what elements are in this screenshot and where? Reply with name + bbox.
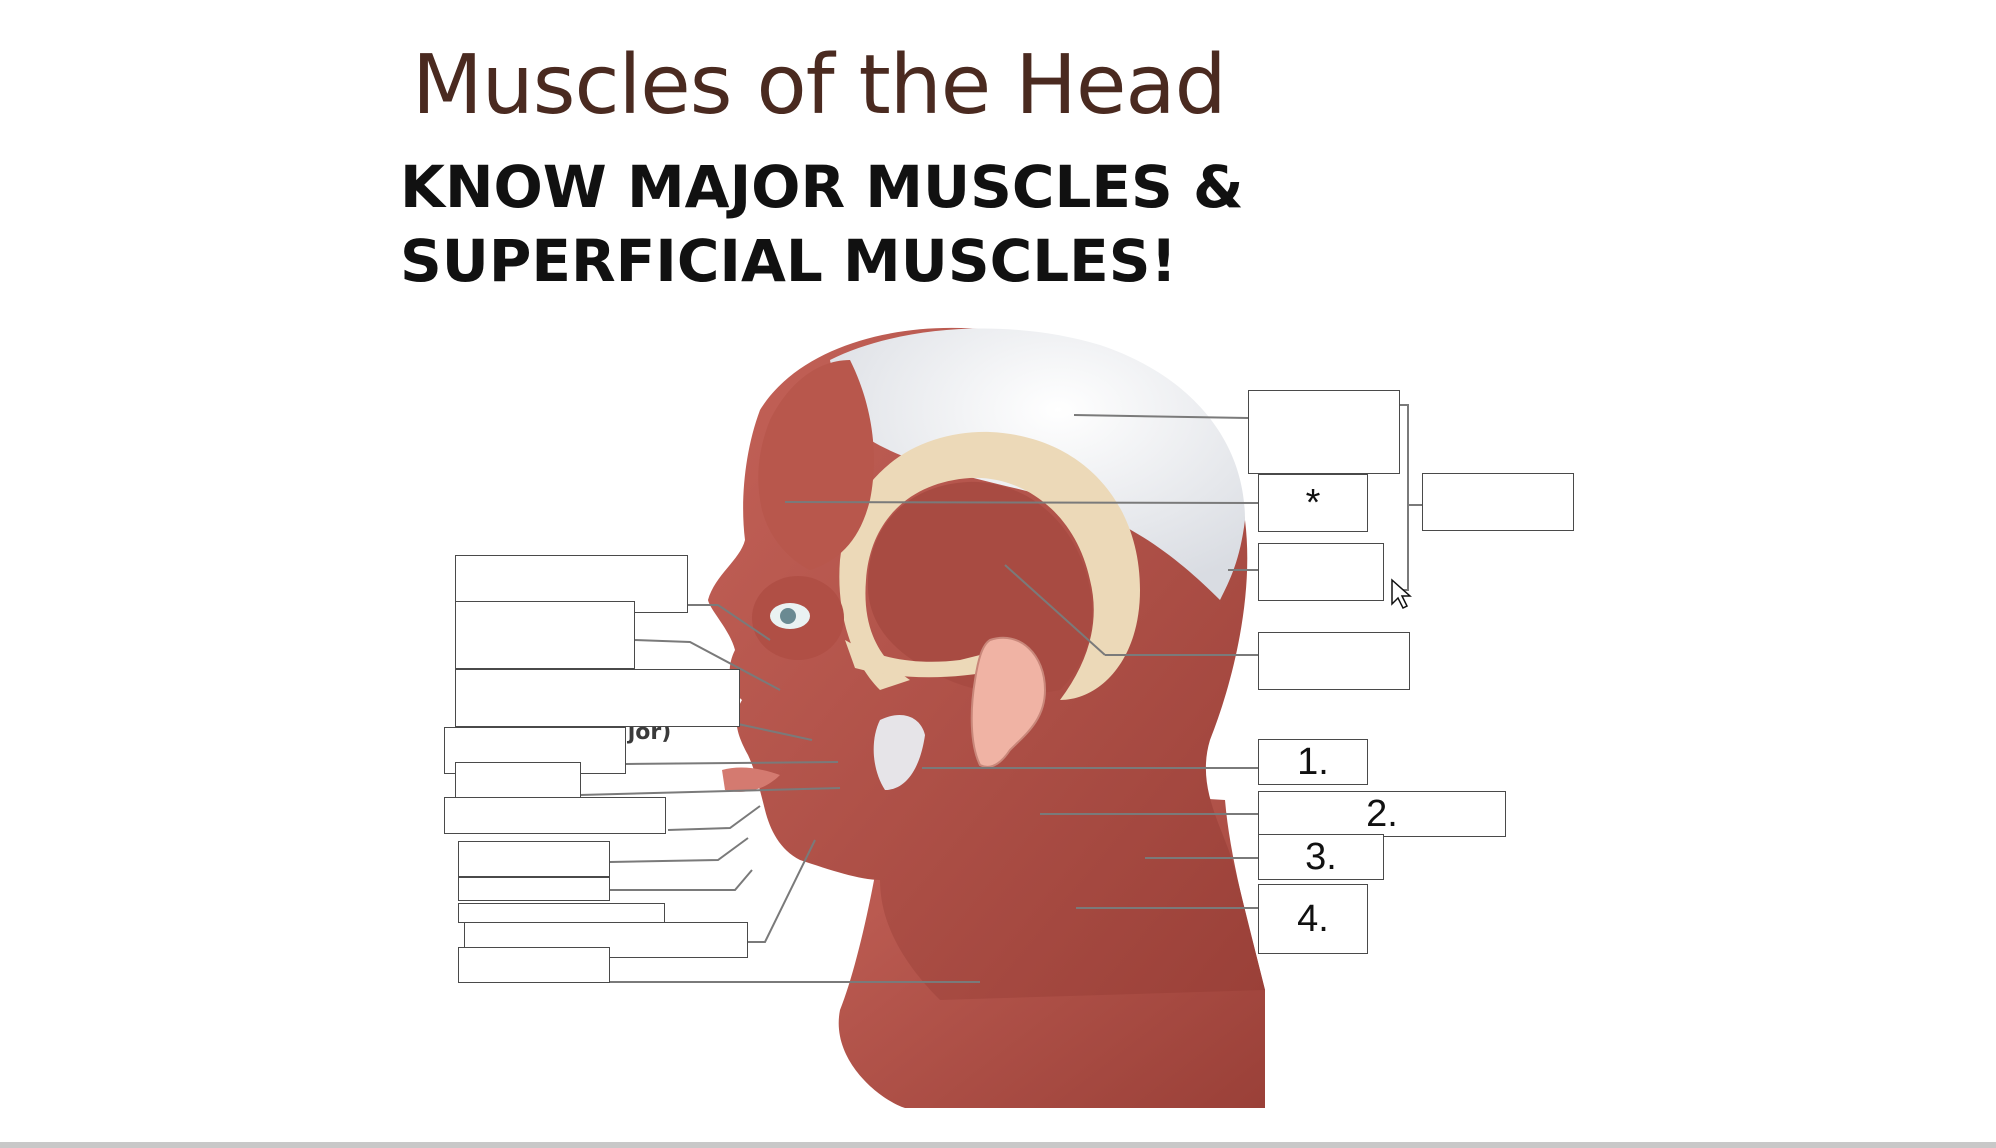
frontalis-muscle <box>758 360 874 570</box>
label-box-numbered-4[interactable]: 4. <box>1258 884 1368 954</box>
label-box-right-4[interactable] <box>1258 632 1410 690</box>
label-box-left-8[interactable] <box>458 877 610 901</box>
label-box-left-3[interactable] <box>455 669 740 727</box>
label-box-left-11[interactable] <box>458 947 610 983</box>
bottom-border <box>0 1142 1996 1148</box>
label-box-numbered-2[interactable]: 2. <box>1258 791 1506 837</box>
lips <box>722 767 780 792</box>
zygomatic-arch <box>845 640 1000 678</box>
subtitle-line-1: KNOW MAJOR MUSCLES & <box>400 153 1244 221</box>
ear <box>970 636 1047 768</box>
label-box-left-5[interactable] <box>455 762 581 798</box>
label-box-far-right[interactable] <box>1422 473 1574 531</box>
mouse-cursor-icon <box>1391 578 1412 610</box>
subtitle-line-2: SUPERFICIAL MUSCLES! <box>400 227 1177 295</box>
label-box-left-7[interactable] <box>458 841 610 877</box>
label-box-left-2[interactable] <box>455 601 635 669</box>
temporal-fascia <box>839 431 1140 700</box>
label-box-numbered-3[interactable]: 3. <box>1258 834 1384 880</box>
slide-title: Muscles of the Head <box>412 38 1227 133</box>
label-box-right-top[interactable] <box>1248 390 1400 474</box>
iris <box>780 608 796 624</box>
masseter-tendon <box>873 715 925 790</box>
slide-subtitle: KNOW MAJOR MUSCLES & SUPERFICIAL MUSCLES… <box>400 150 1244 298</box>
label-box-right-3[interactable] <box>1258 543 1384 601</box>
temporalis-muscle <box>867 481 1093 694</box>
label-box-numbered-1[interactable]: 1. <box>1258 739 1368 785</box>
label-box-left-9[interactable] <box>458 903 665 923</box>
leader-lines <box>579 404 1422 983</box>
label-box-asterisk[interactable]: * <box>1258 474 1368 532</box>
label-box-left-6[interactable] <box>444 797 666 834</box>
